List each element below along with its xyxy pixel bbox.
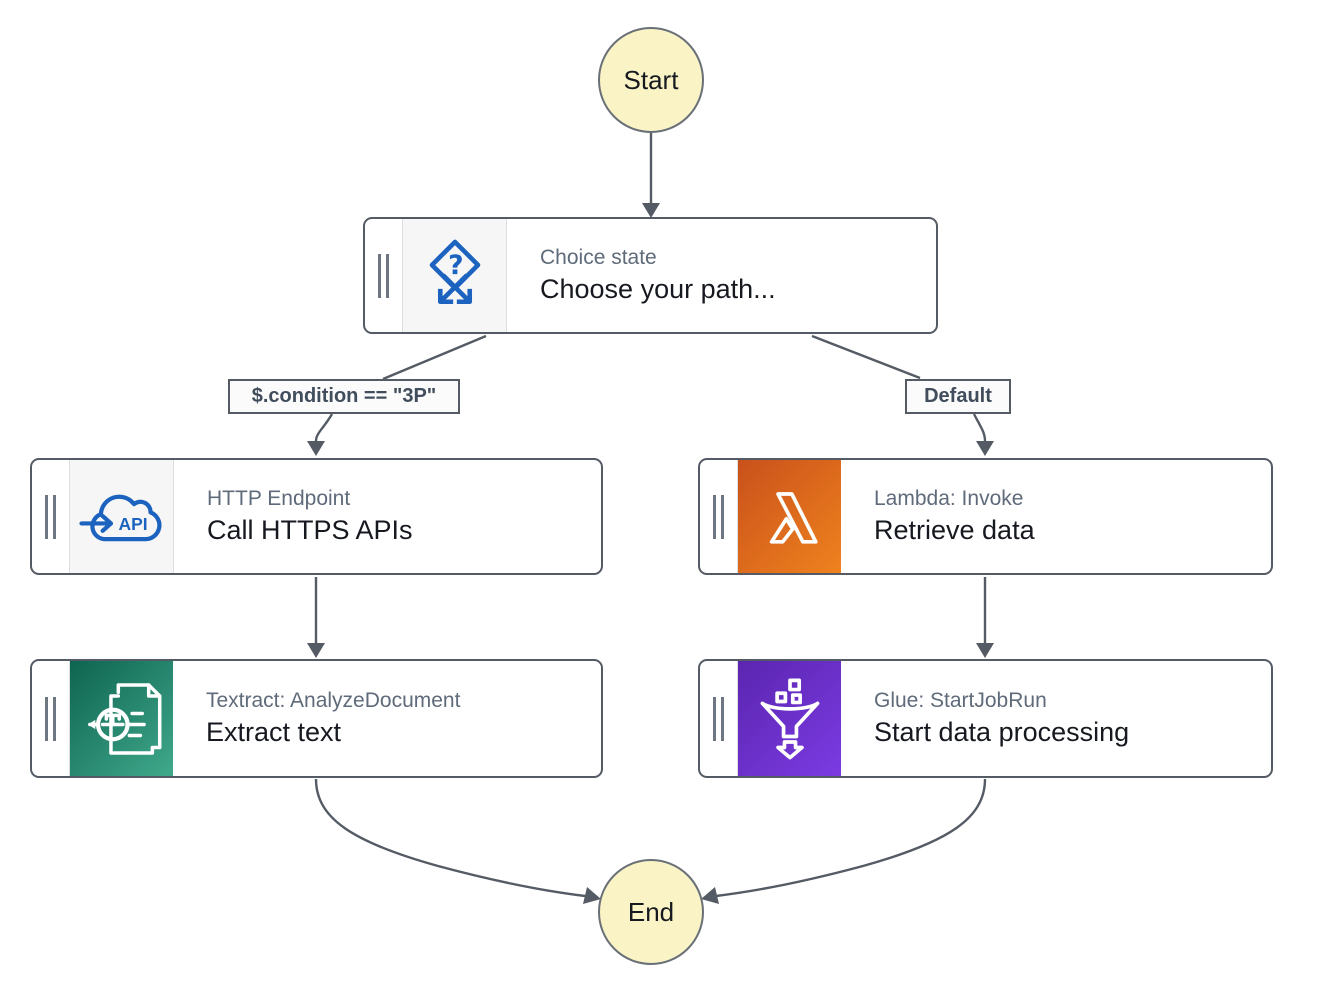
textract-text: Textract: AnalyzeDocument Extract text (173, 661, 601, 776)
state-service-label: HTTP Endpoint (207, 487, 351, 511)
default-edge-label: Default (905, 379, 1011, 414)
node-lambda-invoke[interactable]: Lambda: Invoke Retrieve data (698, 458, 1273, 575)
state-service-label: Choice state (540, 246, 657, 270)
document-scan-icon (87, 682, 161, 755)
condition-edge-label-text: $.condition == "3P" (251, 385, 437, 407)
state-name-label: Call HTTPS APIs (207, 514, 413, 545)
condition-edge-label: $.condition == "3P" (228, 379, 460, 414)
http-endpoint-iconbox: API (70, 460, 174, 573)
state-name-label: Choose your path... (540, 273, 776, 304)
end-label: End (627, 896, 675, 927)
edge-glue-to-end (715, 778, 987, 898)
branch-question-icon: ? (429, 239, 480, 304)
arrowhead-into-glue (976, 643, 994, 658)
end-terminal: End (598, 859, 704, 965)
lambda-iconbox (738, 460, 841, 573)
start-label: Start (623, 64, 679, 95)
drag-handle-icon[interactable] (700, 661, 738, 776)
textract-iconbox (70, 661, 173, 776)
http-endpoint-text: HTTP Endpoint Call HTTPS APIs (174, 460, 601, 573)
arrowhead-into-choice (642, 203, 660, 218)
svg-text:?: ? (448, 250, 463, 281)
api-cloud-icon: API (78, 494, 161, 541)
default-edge-label-text: Default (924, 385, 992, 407)
arrowhead-into-end-left (583, 887, 601, 904)
drag-handle-icon[interactable] (32, 661, 70, 776)
arrowhead-into-http (307, 441, 325, 456)
drag-handle-icon[interactable] (365, 219, 403, 332)
funnel-icon (760, 678, 819, 759)
state-name-label: Start data processing (874, 716, 1130, 747)
choice-state-iconbox: ? (403, 219, 507, 332)
drag-handle-icon[interactable] (700, 460, 738, 573)
arrowhead-into-end-right (701, 887, 719, 904)
state-service-label: Textract: AnalyzeDocument (206, 689, 461, 713)
edge-choice-to-default-label (811, 334, 921, 380)
arrowhead-into-textract (307, 643, 325, 658)
state-name-label: Retrieve data (874, 514, 1035, 545)
lambda-icon (769, 491, 818, 544)
drag-handle-icon[interactable] (32, 460, 70, 573)
glue-iconbox (738, 661, 841, 776)
node-glue-startjobrun[interactable]: Glue: StartJobRun Start data processing (698, 659, 1273, 778)
arrowhead-into-lambda (976, 441, 994, 456)
glue-text: Glue: StartJobRun Start data processing (841, 661, 1271, 776)
node-choice-state[interactable]: ? Choice state Choose your path... (363, 217, 938, 334)
state-name-label: Extract text (206, 716, 342, 747)
lambda-text: Lambda: Invoke Retrieve data (841, 460, 1271, 573)
node-http-endpoint[interactable]: API HTTP Endpoint Call HTTPS APIs (30, 458, 603, 575)
svg-text:API: API (118, 513, 147, 533)
edge-condition-label-to-http (314, 413, 334, 442)
edge-default-label-to-lambda (972, 413, 987, 442)
start-terminal: Start (598, 27, 704, 133)
edge-textract-to-end (314, 778, 586, 898)
state-service-label: Glue: StartJobRun (874, 689, 1047, 713)
node-textract-analyzedocument[interactable]: Textract: AnalyzeDocument Extract text (30, 659, 603, 778)
state-service-label: Lambda: Invoke (874, 487, 1024, 511)
edge-choice-to-condition-label (382, 334, 487, 381)
choice-state-text: Choice state Choose your path... (507, 219, 936, 332)
